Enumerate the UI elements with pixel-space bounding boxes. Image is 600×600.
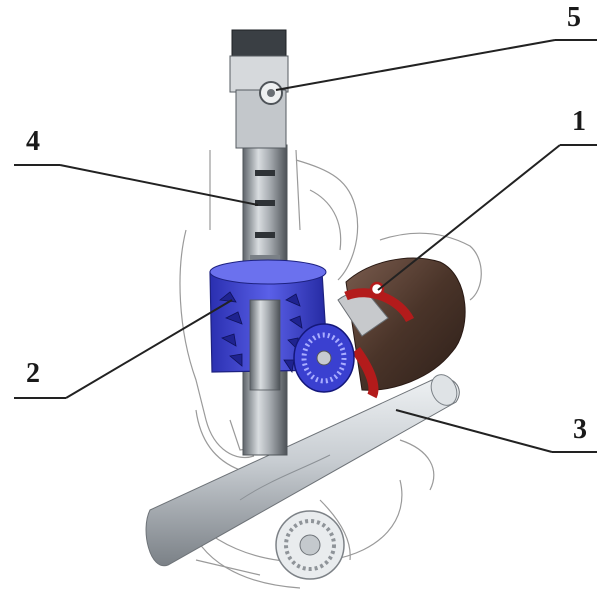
wireframe-housing <box>179 149 482 589</box>
steering-rack <box>145 374 460 567</box>
leader-2 <box>14 299 233 399</box>
leader-5 <box>275 39 597 91</box>
callout-label-2: 2 <box>26 358 40 389</box>
universal-joint <box>229 29 289 149</box>
electric-motor <box>293 257 466 399</box>
callout-label-5: 5 <box>567 2 581 33</box>
callout-label-3: 3 <box>573 414 587 445</box>
leader-lines <box>14 39 597 453</box>
leader-4 <box>14 164 259 206</box>
leader-3 <box>395 409 597 453</box>
leader-1 <box>377 144 597 291</box>
callout-label-1: 1 <box>572 106 586 137</box>
lower-gear-wheel <box>275 510 345 580</box>
callout-label-4: 4 <box>26 126 40 157</box>
